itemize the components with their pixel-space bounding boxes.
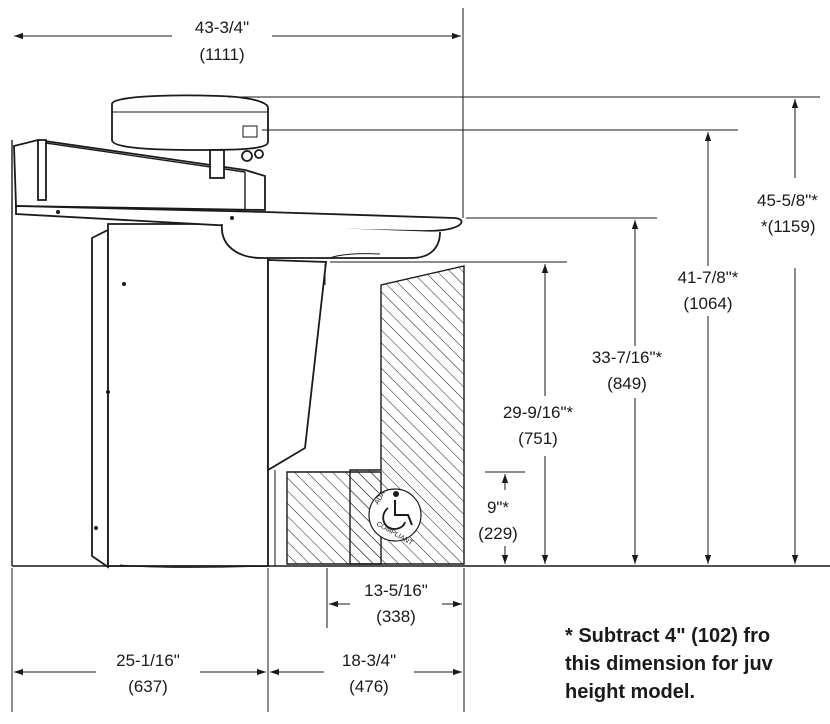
toe-depth-metric: (338) [376, 607, 416, 626]
footnote: * Subtract 4" (102) fro this dimension f… [565, 625, 774, 703]
footnote-line-1: * Subtract 4" (102) fro [565, 625, 770, 647]
height-rim-imperial: 33-7/16"* [592, 348, 663, 367]
footnote-line-3: height model. [565, 681, 695, 703]
height-knee-metric: (751) [518, 429, 558, 448]
fountain-body [13, 94, 463, 569]
height-toe-imperial: 9"* [487, 498, 509, 517]
dimension-lines [14, 32, 799, 676]
extension-lines [11, 8, 820, 712]
height-rim-metric: (849) [607, 374, 647, 393]
height-bubbler-imperial: 41-7/8"* [678, 268, 739, 287]
height-bubbler-metric: (1064) [683, 294, 732, 313]
footnote-line-2: this dimension for juv [565, 653, 774, 675]
front-depth-imperial: 18-3/4" [342, 651, 396, 670]
height-top-imperial: 45-5/8"* [757, 191, 818, 210]
dimension-labels: 43-3/4" (1111) 45-5/8"* *(1159) 41-7/8"*… [116, 18, 818, 696]
knee-clearance-zone [286, 265, 465, 565]
overall-width-imperial: 43-3/4" [195, 18, 249, 37]
overall-width-metric: (1111) [199, 45, 244, 64]
height-knee-imperial: 29-9/16"* [503, 403, 574, 422]
height-top-metric: *(1159) [761, 217, 816, 236]
rear-depth-imperial: 25-1/16" [116, 651, 180, 670]
height-toe-metric: (229) [478, 524, 518, 543]
toe-depth-imperial: 13-5/16" [364, 581, 428, 600]
rear-depth-metric: (637) [128, 677, 168, 696]
front-depth-metric: (476) [349, 677, 389, 696]
